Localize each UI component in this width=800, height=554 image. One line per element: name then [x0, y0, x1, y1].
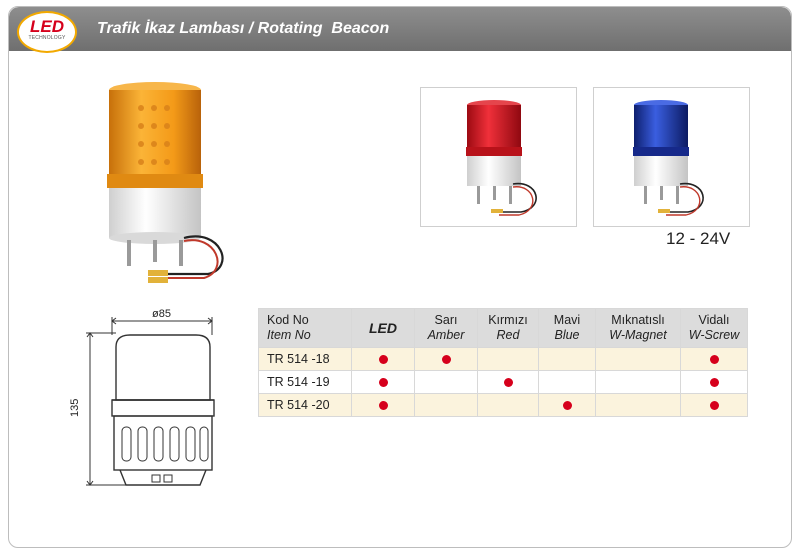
- blue-beacon-thumbnail: [593, 87, 750, 227]
- header-red-sub: Red: [496, 328, 520, 342]
- mark-cell: [351, 393, 415, 417]
- header-code-sub: Item No: [267, 328, 311, 342]
- logo-led-text: LED: [30, 17, 64, 36]
- mark-cell: [595, 393, 681, 417]
- mark-cell: [680, 370, 748, 394]
- header-magnet-sub: W-Magnet: [609, 328, 667, 342]
- height-label: 135: [69, 399, 81, 417]
- logo-sub-text: TECHNOLOGY: [28, 35, 66, 41]
- mark-dot: [709, 401, 719, 411]
- header-amber-main: Sarı: [434, 313, 458, 327]
- mark-cell: [351, 347, 415, 371]
- mark-cell: [538, 393, 596, 417]
- red-beacon-image: [466, 100, 537, 216]
- header-blue-main: Mavi: [553, 313, 581, 327]
- header-screw-main: Vidalı: [698, 313, 730, 327]
- mark-cell: [414, 393, 478, 417]
- mark-dot: [709, 378, 719, 388]
- voltage-label: 12 - 24V: [666, 229, 731, 248]
- item-code: TR 514 -18: [258, 347, 352, 371]
- item-code: TR 514 -20: [258, 393, 352, 417]
- header-amber: Sarı Amber: [414, 308, 478, 348]
- mark-dot: [709, 355, 719, 365]
- mark-cell: [477, 393, 539, 417]
- header-magnet: Mıknatıslı W-Magnet: [595, 308, 681, 348]
- mark-dot: [378, 355, 388, 365]
- header-magnet-main: Mıknatıslı: [611, 313, 665, 327]
- technical-drawing: ø85 135: [69, 308, 215, 486]
- header-screw: Vidalı W-Screw: [680, 308, 748, 348]
- header-code: Kod No Item No: [258, 308, 352, 348]
- mark-cell: [538, 347, 596, 371]
- mark-dot: [378, 401, 388, 411]
- blue-beacon-image: [633, 100, 704, 216]
- spec-table: Kod No Item No LED Sarı Amber Kırmızı Re…: [258, 308, 748, 417]
- mark-cell: [477, 347, 539, 371]
- mark-cell: [680, 347, 748, 371]
- header-bar: LED TECHNOLOGY Trafik İkaz Lambası / Rot…: [9, 7, 791, 53]
- header-amber-sub: Amber: [427, 328, 465, 342]
- table-row: TR 514 -18: [258, 347, 748, 371]
- mark-dot: [562, 401, 572, 411]
- item-code: TR 514 -19: [258, 370, 352, 394]
- mark-cell: [680, 393, 748, 417]
- table-row: TR 514 -20: [258, 393, 748, 417]
- led-logo: LED TECHNOLOGY: [17, 11, 77, 53]
- mark-cell: [477, 370, 539, 394]
- header-screw-sub: W-Screw: [688, 328, 740, 342]
- mark-dot: [378, 378, 388, 388]
- red-beacon-thumbnail: [420, 87, 577, 227]
- header-led: LED: [351, 308, 415, 348]
- main-beacon-image: [107, 82, 224, 283]
- header-red: Kırmızı Red: [477, 308, 539, 348]
- header-red-main: Kırmızı: [488, 313, 528, 327]
- header-blue: Mavi Blue: [538, 308, 596, 348]
- mark-cell: [414, 347, 478, 371]
- diameter-label: ø85: [152, 308, 171, 320]
- mark-cell: [595, 370, 681, 394]
- header-led-main: LED: [369, 319, 397, 336]
- mark-dot: [441, 355, 451, 365]
- header-blue-sub: Blue: [554, 328, 580, 342]
- page-title: Trafik İkaz Lambası / Rotating Beacon: [97, 20, 390, 37]
- mark-dot: [503, 378, 513, 388]
- table-header-row: Kod No Item No LED Sarı Amber Kırmızı Re…: [258, 308, 748, 348]
- mark-cell: [595, 347, 681, 371]
- mark-cell: [538, 370, 596, 394]
- table-row: TR 514 -19: [258, 370, 748, 394]
- mark-cell: [414, 370, 478, 394]
- header-code-main: Kod No: [267, 313, 309, 327]
- mark-cell: [351, 370, 415, 394]
